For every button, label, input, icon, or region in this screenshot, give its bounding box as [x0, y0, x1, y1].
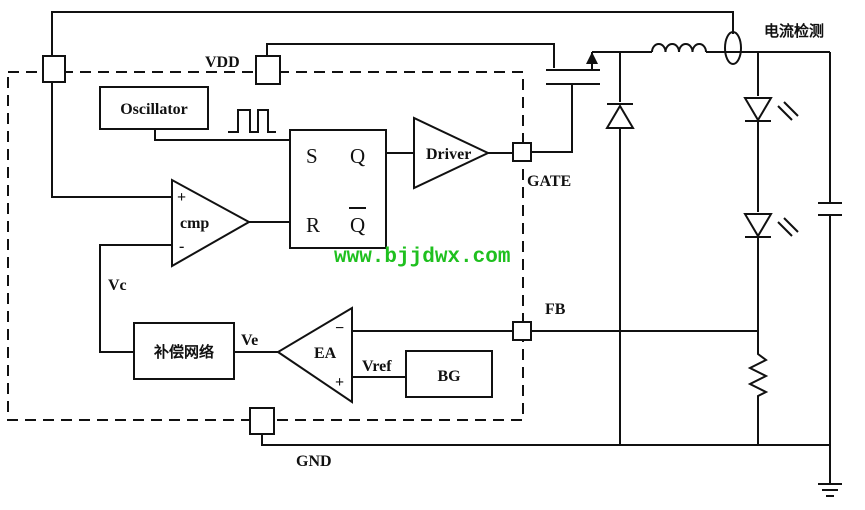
fb-label: FB: [545, 301, 566, 318]
ground-icon: [818, 483, 842, 497]
current-sense-pin: [42, 55, 66, 83]
pulse-waveform-icon: [228, 109, 276, 133]
driver-block: [413, 116, 491, 190]
compensation-network-label: 补偿网络: [153, 343, 214, 361]
gnd-label: GND: [296, 453, 332, 470]
cmp-block: [171, 178, 252, 268]
sr-latch-block: [289, 129, 387, 249]
driver-label: Driver: [426, 146, 471, 163]
watermark-text: www.bjjdwx.com: [334, 246, 510, 269]
switch-arrow-icon: [586, 52, 598, 64]
capacitor-icon: [818, 202, 842, 216]
ve-label: Ve: [241, 332, 258, 349]
compensation-network-block: [133, 322, 235, 380]
current-sensor-icon: [724, 31, 742, 65]
bg-block: [405, 350, 493, 398]
vc-label: Vc: [108, 277, 127, 294]
ea-block: [276, 306, 353, 404]
oscillator-block: [99, 86, 209, 130]
vdd-label: VDD: [205, 54, 240, 71]
oscillator-label: Oscillator: [120, 101, 188, 118]
inductor-icon: [651, 43, 707, 53]
led-icon: [743, 213, 799, 238]
vdd-pin: [255, 55, 281, 85]
cmp-label: cmp: [180, 215, 209, 232]
current-sense-label: 电流检测: [764, 22, 824, 40]
latch-r-label: R: [306, 213, 320, 237]
fb-pin: [512, 321, 532, 341]
bg-label: BG: [437, 368, 461, 385]
vref-label: Vref: [362, 358, 392, 375]
gate-label: GATE: [527, 173, 571, 190]
latch-qbar-label: Q: [350, 213, 365, 237]
diode-icon: [605, 103, 635, 129]
ea-plus-label: +: [335, 374, 344, 391]
cmp-plus-label: +: [177, 189, 186, 206]
gate-pin: [512, 142, 532, 162]
resistor-icon: [747, 348, 769, 402]
ea-label: EA: [314, 345, 337, 362]
led-icon: [743, 97, 799, 122]
latch-s-label: S: [306, 144, 318, 168]
ea-minus-label: −: [335, 320, 344, 337]
latch-q-label: Q: [350, 144, 365, 168]
cmp-minus-label: -: [179, 238, 184, 255]
gnd-pin: [249, 407, 275, 435]
wires: [51, 11, 831, 484]
